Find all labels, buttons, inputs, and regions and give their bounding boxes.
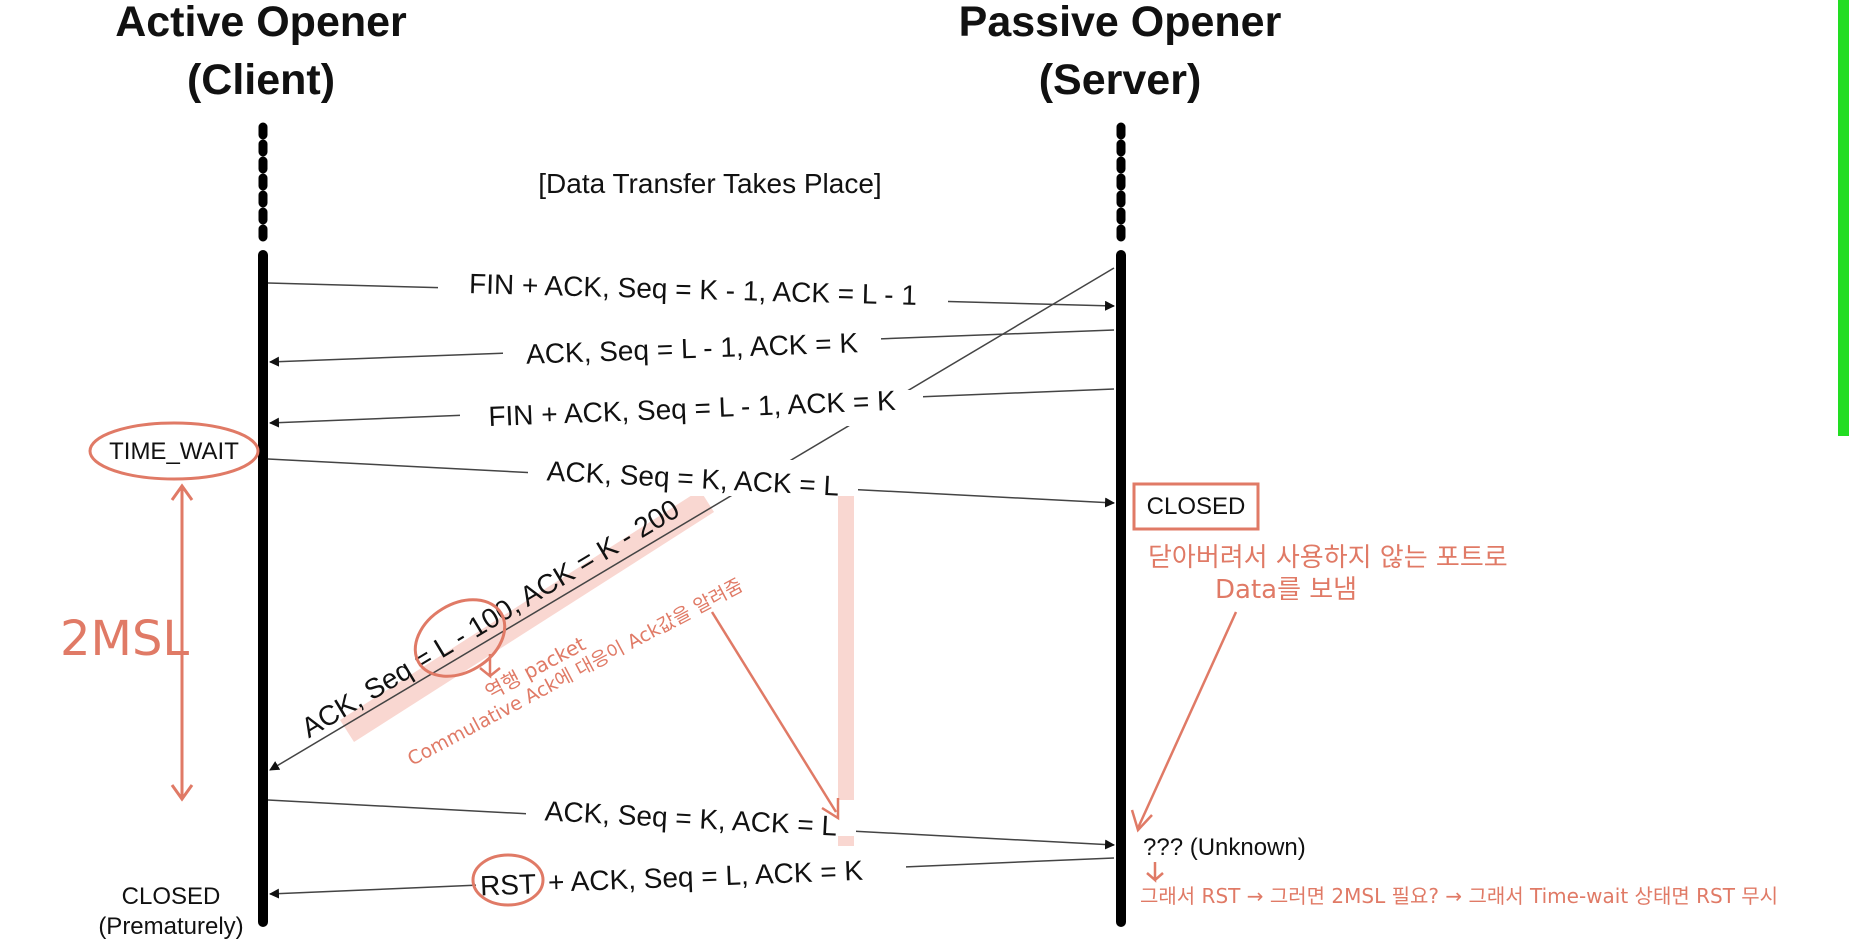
msg-label-2-group: ACK, Seq = L - 1, ACK = K [503, 327, 881, 370]
rst-circle [471, 853, 545, 907]
unknown-pointer-icon [1146, 862, 1164, 883]
unknown-state-label: ??? (Unknown) [1143, 834, 1306, 861]
bottom-note: 그래서 RST → 그러면 2MSL 필요? → 그래서 Time-wait 상… [1140, 884, 1778, 908]
seq-circle-pointer-icon [479, 654, 501, 679]
time-wait-circle [88, 421, 260, 481]
msl-arrow-top-head [170, 483, 194, 501]
msg-label-1-group: FIN + ACK, Seq = K - 1, ACK = L - 1 [438, 268, 948, 311]
msl-label: 2MSL [60, 611, 189, 667]
time-wait-label: TIME_WAIT [109, 438, 239, 465]
msl-arrow-bottom-head [170, 784, 194, 802]
delayed-packet-highlight [340, 490, 714, 742]
server-note-line2: Data를 보냄 [1215, 575, 1357, 605]
server-header-subtitle: (Server) [1039, 56, 1202, 104]
ack-value-pointer-head [821, 798, 840, 821]
msg-label-3-group: FIN + ACK, Seq = L - 1, ACK = K [460, 385, 923, 432]
client-closed-label: CLOSED [122, 883, 221, 910]
server-note-pointer-arrow [1136, 611, 1238, 829]
server-header-title: Passive Opener [959, 0, 1282, 46]
client-header-subtitle: (Client) [187, 56, 335, 104]
client-header-title: Active Opener [115, 0, 407, 46]
msg-label-6-group: ACK, Seq = K, ACK = L [526, 795, 856, 842]
accent-bar [1838, 0, 1849, 436]
ack-value-pointer-arrow [710, 611, 838, 813]
msg-label-7-rst: RST [480, 868, 537, 901]
server-note-line1: 닫아버려서 사용하지 않는 포트로 [1148, 543, 1508, 573]
ack-value-highlight [838, 468, 854, 846]
server-closed-label: CLOSED [1147, 493, 1246, 520]
seq-value-circle [413, 598, 507, 678]
msg-label-4-group: ACK, Seq = K, ACK = L [528, 455, 858, 502]
server-note-pointer-head [1130, 809, 1153, 833]
server-closed-box [1132, 482, 1260, 531]
client-closed-sublabel: (Prematurely) [98, 913, 243, 940]
msg-delayed-packet-server-to-client [269, 267, 1115, 771]
data-transfer-note: [Data Transfer Takes Place] [538, 168, 881, 199]
msg-label-7-group: RST + ACK, Seq = L, ACK = K [476, 855, 906, 902]
